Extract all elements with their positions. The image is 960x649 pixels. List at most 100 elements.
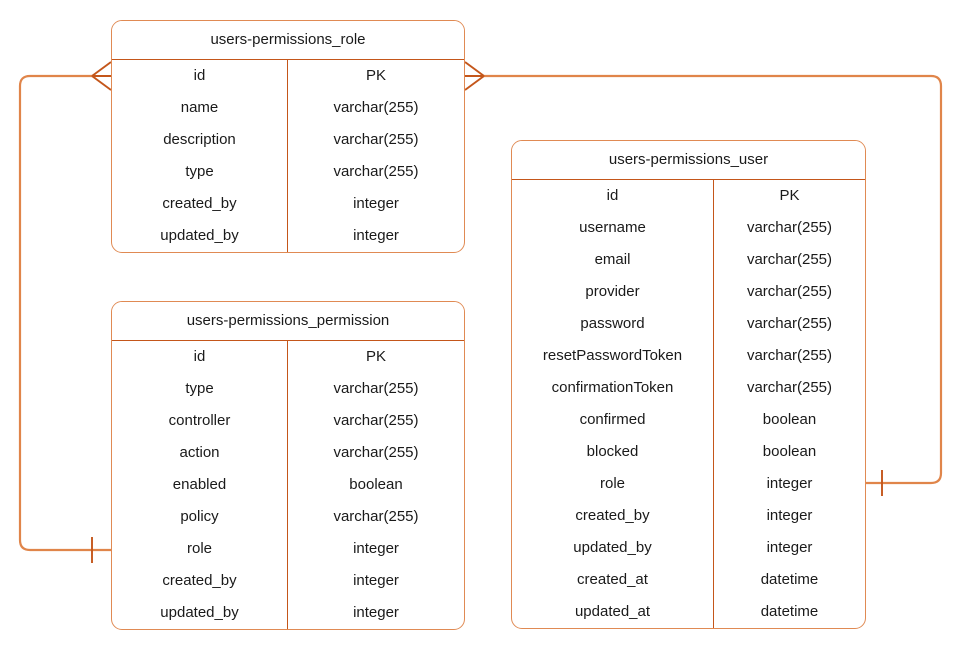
field-type: boolean: [762, 411, 817, 428]
field-name: password: [512, 308, 714, 340]
field-name: created_at: [512, 564, 714, 596]
entity-users-permissions-user[interactable]: users-permissions_user id PK username va…: [511, 140, 866, 629]
field-row[interactable]: policy varchar(255): [112, 501, 464, 533]
field-name: provider: [512, 276, 714, 308]
field-type: varchar(255): [746, 347, 833, 364]
field-type: datetime: [760, 603, 819, 620]
field-type: datetime: [760, 571, 819, 588]
field-row[interactable]: blocked boolean: [512, 436, 865, 468]
field-row[interactable]: created_by integer: [112, 565, 464, 597]
field-type: varchar(255): [746, 283, 833, 300]
field-type: varchar(255): [746, 379, 833, 396]
field-row[interactable]: confirmationToken varchar(255): [512, 372, 865, 404]
field-name: id: [112, 60, 288, 92]
field-name: username: [512, 212, 714, 244]
field-row[interactable]: id PK: [112, 60, 464, 92]
field-type: varchar(255): [746, 219, 833, 236]
field-row[interactable]: role integer: [112, 533, 464, 565]
field-row[interactable]: updated_by integer: [112, 597, 464, 629]
field-row[interactable]: name varchar(255): [112, 92, 464, 124]
field-name: created_by: [512, 500, 714, 532]
field-row[interactable]: updated_at datetime: [512, 596, 865, 628]
field-row[interactable]: type varchar(255): [112, 373, 464, 405]
field-type: integer: [353, 227, 399, 244]
field-row[interactable]: provider varchar(255): [512, 276, 865, 308]
field-type: integer: [353, 572, 399, 589]
field-type: varchar(255): [333, 412, 419, 429]
field-type: varchar(255): [746, 251, 833, 268]
field-row[interactable]: updated_by integer: [512, 532, 865, 564]
field-row[interactable]: created_at datetime: [512, 564, 865, 596]
field-type: integer: [766, 539, 813, 556]
field-name: created_by: [112, 565, 288, 597]
field-type: PK: [365, 348, 386, 365]
field-row[interactable]: controller varchar(255): [112, 405, 464, 437]
field-name: confirmed: [512, 404, 714, 436]
field-name: created_by: [112, 188, 288, 220]
entity-users-permissions-permission[interactable]: users-permissions_permission id PK type …: [111, 301, 465, 630]
entity-title-role: users-permissions_role: [112, 21, 464, 60]
field-type: PK: [779, 187, 800, 204]
entity-fields-user: id PK username varchar(255) email varcha…: [512, 180, 865, 628]
field-name: role: [512, 468, 714, 500]
connector-line-role-permission: [18, 74, 111, 552]
field-row[interactable]: type varchar(255): [112, 156, 464, 188]
field-name: resetPasswordToken: [512, 340, 714, 372]
field-name: updated_by: [112, 220, 288, 252]
relationship-role-permission[interactable]: [18, 61, 112, 563]
field-row[interactable]: username varchar(255): [512, 212, 865, 244]
field-row[interactable]: id PK: [512, 180, 865, 212]
field-row[interactable]: enabled boolean: [112, 469, 464, 501]
entity-title-permission: users-permissions_permission: [112, 302, 464, 341]
field-name: updated_at: [512, 596, 714, 628]
field-name: id: [512, 180, 714, 212]
field-row[interactable]: resetPasswordToken varchar(255): [512, 340, 865, 372]
field-row[interactable]: updated_by integer: [112, 220, 464, 252]
field-type: boolean: [349, 476, 403, 493]
field-type: varchar(255): [333, 380, 419, 397]
crows-foot-marker-role-right: [464, 61, 485, 91]
field-name: updated_by: [512, 532, 714, 564]
field-type: integer: [353, 540, 399, 557]
field-row[interactable]: id PK: [112, 341, 464, 373]
field-row[interactable]: confirmed boolean: [512, 404, 865, 436]
field-row[interactable]: created_by integer: [112, 188, 464, 220]
field-name: type: [112, 156, 288, 188]
field-row[interactable]: action varchar(255): [112, 437, 464, 469]
field-name: role: [112, 533, 288, 565]
crows-foot-marker-role-left: [91, 61, 112, 91]
field-row[interactable]: password varchar(255): [512, 308, 865, 340]
field-name: blocked: [512, 436, 714, 468]
field-type: integer: [766, 475, 813, 492]
field-name: description: [112, 124, 288, 156]
field-name: id: [112, 341, 288, 373]
field-name: controller: [112, 405, 288, 437]
field-name: policy: [112, 501, 288, 533]
field-name: name: [112, 92, 288, 124]
field-type: varchar(255): [333, 131, 419, 148]
field-type: boolean: [762, 443, 817, 460]
field-type: integer: [353, 195, 399, 212]
entity-users-permissions-role[interactable]: users-permissions_role id PK name varcha…: [111, 20, 465, 253]
relationship-role-user[interactable]: [464, 61, 943, 496]
field-row[interactable]: email varchar(255): [512, 244, 865, 276]
field-name: enabled: [112, 469, 288, 501]
field-name: type: [112, 373, 288, 405]
entity-title-user: users-permissions_user: [512, 141, 865, 180]
field-type: varchar(255): [746, 315, 833, 332]
field-row[interactable]: created_by integer: [512, 500, 865, 532]
field-row[interactable]: description varchar(255): [112, 124, 464, 156]
connector-line-role-user: [480, 74, 943, 485]
field-name: email: [512, 244, 714, 276]
field-type: integer: [766, 507, 813, 524]
field-type: varchar(255): [333, 508, 419, 525]
entity-fields-permission: id PK type varchar(255) controller varch…: [112, 341, 464, 629]
field-type: PK: [365, 67, 386, 84]
field-type: varchar(255): [333, 163, 419, 180]
field-name: action: [112, 437, 288, 469]
field-type: varchar(255): [333, 99, 419, 116]
field-row[interactable]: role integer: [512, 468, 865, 500]
field-type: varchar(255): [333, 444, 419, 461]
